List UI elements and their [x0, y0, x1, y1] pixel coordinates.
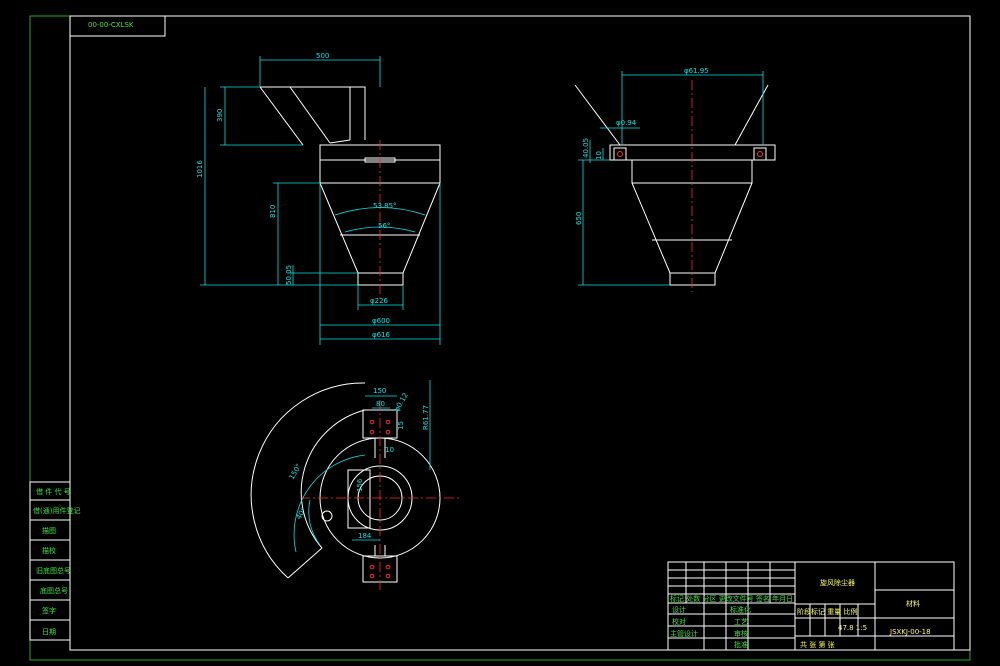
dim-184: 184 — [358, 532, 372, 540]
scale: 47.8 1:5 — [838, 624, 867, 632]
dim-156: 156 — [356, 478, 364, 492]
angle-inner: 56° — [378, 222, 390, 230]
dim-10: 10 — [385, 446, 394, 454]
dim-total-height: 1016 — [196, 160, 204, 178]
stage-header: 阶段标记 重量 比例 — [797, 607, 857, 616]
dim-side-2: 10 — [595, 151, 603, 160]
title-code: 00-00-CXLSK — [88, 21, 134, 29]
outer-frame — [29, 15, 971, 661]
strip-item: 日期 — [42, 628, 56, 636]
strip-item: 借 件 代 号 — [36, 487, 71, 496]
inner-frame — [69, 15, 971, 651]
bottom-view: 150 80 φ0.12 R61.77 15 10 156 184 150° 4… — [250, 380, 460, 590]
dim-15: 15 — [397, 421, 405, 430]
dim-cone-height: 810 — [269, 205, 277, 218]
dia-outlet: φ226 — [370, 297, 389, 305]
process: 工艺 — [734, 618, 748, 626]
dim-height-inlet: 390 — [216, 109, 224, 122]
strip-item: 签字 — [42, 606, 56, 615]
front-view: 53.85° 56° 500 390 1016 810 50.05 φ226 φ… — [196, 52, 441, 345]
dim-150: 150 — [373, 387, 386, 395]
standard: 标准化 — [730, 605, 751, 614]
rev-header: 标记 处数 分区 更改文件号 签名 年月日 — [670, 594, 793, 603]
approve: 批准 — [734, 640, 748, 649]
sheet: 共 张 第 张 — [800, 640, 835, 649]
strip-item: 描校 — [42, 546, 56, 555]
angle-outer: 53.85° — [373, 202, 397, 210]
dim-side-1: 40.05 — [582, 138, 590, 158]
dia-flange: φ616 — [372, 331, 391, 339]
drawing-number: JSXKJ-00-18 — [889, 628, 931, 636]
dim-012: φ0.12 — [393, 391, 410, 413]
dim-80: 80 — [376, 400, 385, 408]
review: 审核 — [734, 629, 748, 638]
checker: 校对 — [672, 617, 686, 626]
title-block: 旋风除尘器 材料 JSXKJ-00-18 标记 处数 分区 更改文件号 签名 年… — [667, 561, 955, 651]
dia-body: φ600 — [372, 317, 390, 325]
supervisor: 主管设计 — [670, 629, 698, 638]
side-view: φ61.95 φ0.94 40.05 10 650 — [574, 67, 776, 292]
strip-item: 借(通)用件登记 — [33, 506, 80, 515]
left-strip: 借 件 代 号 借(通)用件登记 描图 描校 旧底图总号 底图总号 签字 日期 — [29, 481, 80, 641]
angle-150: 150° — [288, 462, 303, 481]
dim-cone: 650 — [575, 212, 583, 225]
dim-outlet-height: 50.05 — [285, 265, 293, 285]
title-code-box — [69, 15, 166, 37]
dim-top-width: 500 — [316, 52, 329, 60]
angle-40: 40° — [295, 506, 308, 521]
designer: 设计 — [672, 605, 686, 614]
drawing-name: 旋风除尘器 — [820, 578, 855, 587]
dim-r: R61.77 — [422, 405, 430, 430]
dim-small: φ0.94 — [616, 119, 637, 127]
strip-item: 旧底图总号 — [36, 566, 71, 575]
dim-top: φ61.95 — [684, 67, 709, 75]
material: 材料 — [906, 599, 920, 608]
strip-item: 底图总号 — [40, 586, 68, 595]
strip-item: 描图 — [42, 526, 56, 535]
